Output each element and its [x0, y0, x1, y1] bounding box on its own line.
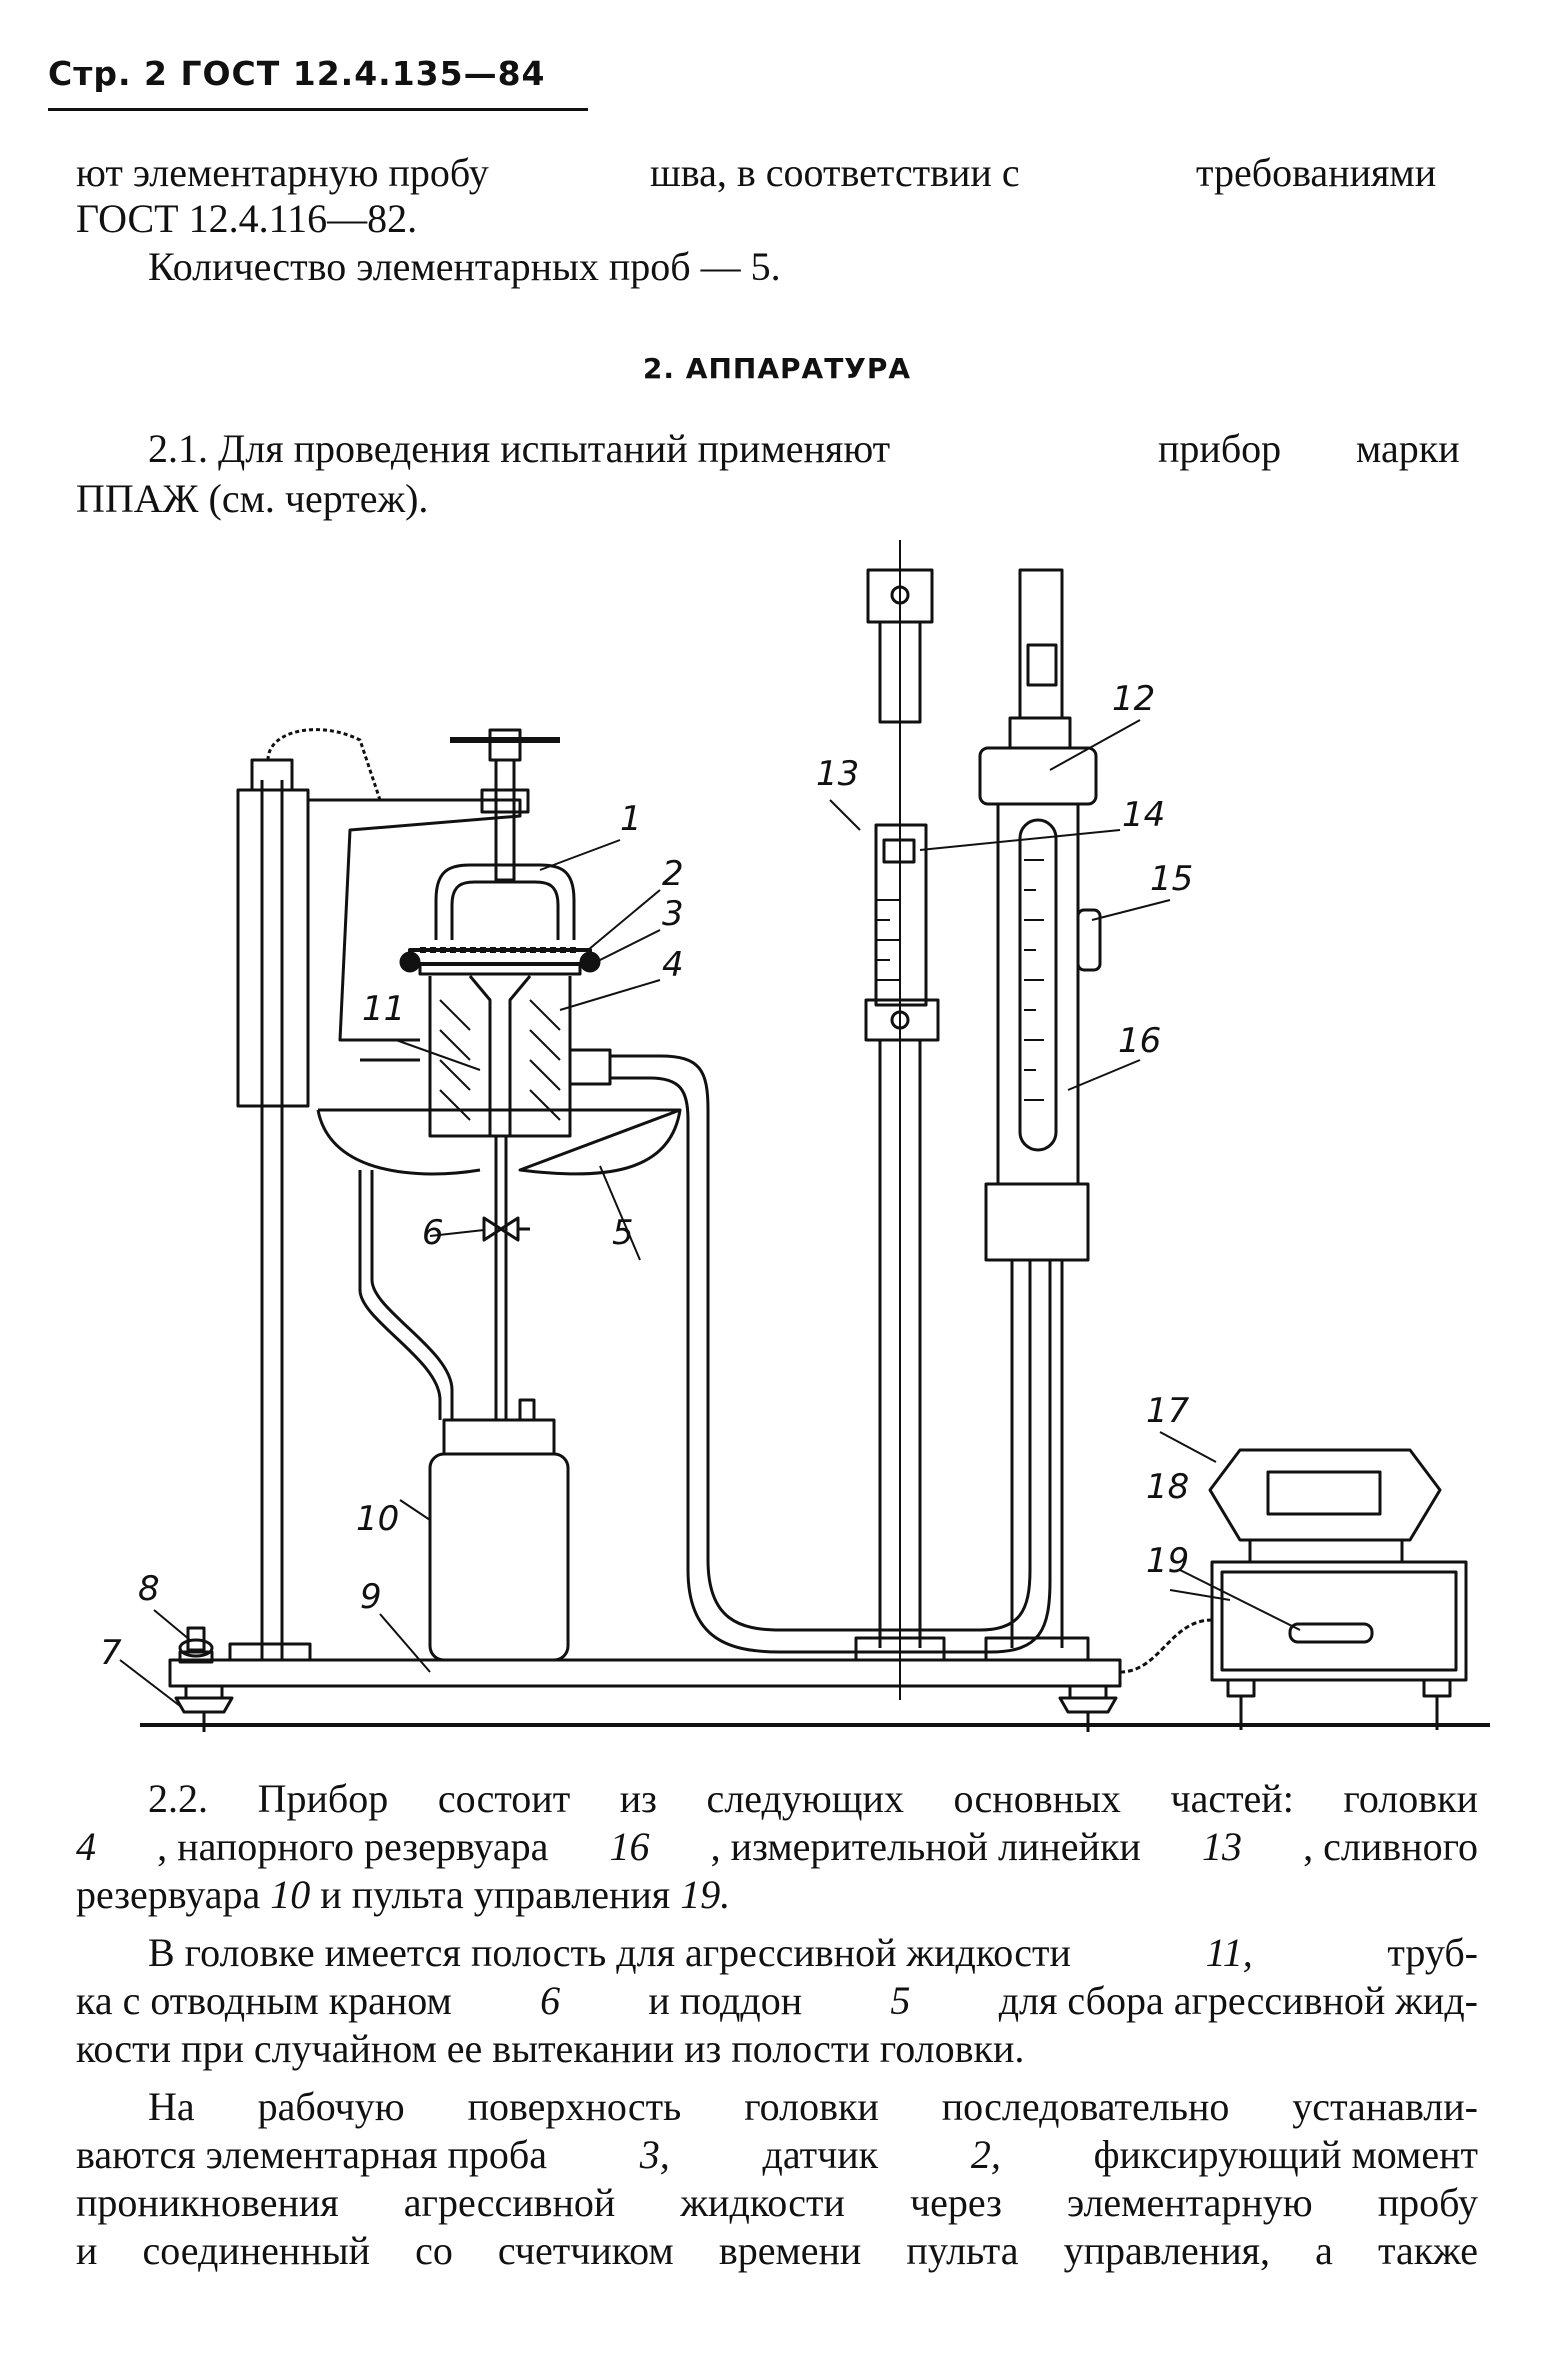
section-title: 2. АППАРАТУРА — [642, 352, 912, 385]
p24-l2a: ваются элементарная проба — [76, 2132, 548, 2177]
p22-l3d: 19. — [680, 1872, 731, 1917]
drain-valve — [482, 1216, 520, 1242]
p22-l3b: 10 — [270, 1872, 311, 1917]
p24-line-4: и соединенный со счетчиком времени пульт… — [76, 2228, 1478, 2273]
page-header: Стр. 2 ГОСТ 12.4.135—84 — [48, 54, 546, 93]
label-6: 6 — [422, 1213, 444, 1253]
label-18: 18 — [1146, 1467, 1189, 1507]
header-rule — [48, 108, 588, 111]
label-7: 7 — [100, 1633, 122, 1673]
p24-line-1: На рабочую поверхность головки последова… — [148, 2084, 1478, 2129]
apparatus-drawing: 1 2 3 4 5 6 7 8 9 10 11 12 13 14 15 16 1… — [100, 540, 1490, 1732]
label-15: 15 — [1150, 859, 1193, 899]
drip-tray — [316, 1108, 682, 1176]
p23-line-3: кости при случайном ее вытекании из поло… — [76, 2026, 1025, 2071]
p23-l1b: 11, — [1205, 1930, 1253, 1975]
label-2: 2 — [662, 854, 684, 894]
intro-line-3: Количество элементарных проб — 5. — [148, 244, 781, 289]
foot-left — [174, 1684, 234, 1732]
foot-right — [1058, 1684, 1118, 1732]
p22-l2c: 16 — [609, 1824, 650, 1869]
p23-l2e: для сбора агрессивной жид- — [998, 1978, 1478, 2023]
p23-l2d: 5 — [890, 1978, 911, 2023]
p22-l3a: резервуара — [76, 1872, 271, 1917]
timer-display — [1208, 1448, 1442, 1542]
p22-line-1: 2.2. Прибор состоит из следующих основны… — [148, 1776, 1478, 1821]
p22-line-3: резервуара 10 и пульта управления 19. — [76, 1872, 730, 1918]
leveling-screw — [178, 1626, 214, 1664]
label-8: 8 — [138, 1569, 160, 1609]
label-4: 4 — [662, 945, 684, 985]
p22-l2a: 4 — [76, 1824, 96, 1869]
p21-line-2: ППАЖ (см. чертеж). — [76, 476, 429, 521]
p23-line-2: ка с отводным краном 6 и поддон 5 для сб… — [76, 1978, 1478, 2024]
control-button — [1288, 1622, 1374, 1644]
reservoir-cap — [978, 746, 1098, 806]
label-16: 16 — [1118, 1021, 1161, 1061]
p24-l2b: 3, — [639, 2132, 670, 2177]
p24-line-2: ваются элементарная проба 3, датчик 2, ф… — [76, 2132, 1478, 2178]
test-head — [428, 976, 572, 1138]
label-3: 3 — [662, 894, 684, 934]
p22-l3c: и пульта управления — [310, 1872, 681, 1917]
p22-line-2: 4 , напорного резервуара 16 , измерительно… — [76, 1824, 1478, 1870]
label-12: 12 — [1112, 679, 1155, 719]
p24-l2c: датчик — [762, 2132, 879, 2177]
p23-l1a: В головке имеется полость для агрессивно… — [148, 1930, 1071, 1975]
drain-bottle — [428, 1452, 570, 1662]
intro-line-2: ГОСТ 12.4.116—82. — [76, 196, 418, 241]
p22-l2b: , напорного резервуара — [157, 1824, 549, 1869]
p24-l2d: 2, — [970, 2132, 1001, 2177]
label-17: 17 — [1146, 1391, 1190, 1431]
support-arm — [308, 798, 522, 1042]
measuring-ruler — [874, 823, 928, 1007]
clamp-frame — [434, 863, 576, 940]
base-plate — [168, 1658, 1122, 1688]
p22-l2e: 13 — [1201, 1824, 1242, 1869]
column-head-block — [236, 788, 310, 1108]
p24-line-3: проникновения агрессивной жидкости через… — [76, 2180, 1478, 2225]
label-9: 9 — [360, 1577, 382, 1617]
p22-l2d: , измерительной линейки — [710, 1824, 1141, 1869]
control-panel — [1210, 1560, 1468, 1682]
p23-l2b: 6 — [540, 1978, 561, 2023]
label-13: 13 — [816, 754, 859, 794]
p22-l2f: , сливного — [1303, 1824, 1478, 1869]
label-11: 11 — [362, 989, 405, 1029]
label-14: 14 — [1122, 795, 1165, 835]
p23-l2a: ка с отводным краном — [76, 1978, 452, 2023]
p24-l2e: фиксирующий момент — [1093, 2132, 1478, 2177]
drain-bottle-cap — [442, 1418, 556, 1456]
p23-l2c: и поддон — [648, 1978, 803, 2023]
p23-line-1: В головке имеется полость для агрессивно… — [148, 1930, 1478, 1976]
p23-l1c: труб- — [1387, 1930, 1478, 1975]
label-1: 1 — [620, 799, 642, 839]
label-10: 10 — [356, 1499, 399, 1539]
reservoir-knob — [1076, 908, 1102, 972]
p21-l1a: 2.1. Для проведения испытаний применяют — [148, 426, 891, 471]
intro-l1c: требованиями — [1196, 150, 1437, 195]
label-19: 19 — [1146, 1541, 1189, 1581]
p21-l1c: марки — [1356, 426, 1460, 471]
label-5: 5 — [612, 1213, 634, 1253]
p21-l1b: прибор — [1158, 426, 1282, 471]
intro-l1b: шва, в соответствии с — [650, 150, 1020, 195]
intro-l1a: ют элементарную пробу — [76, 150, 489, 195]
